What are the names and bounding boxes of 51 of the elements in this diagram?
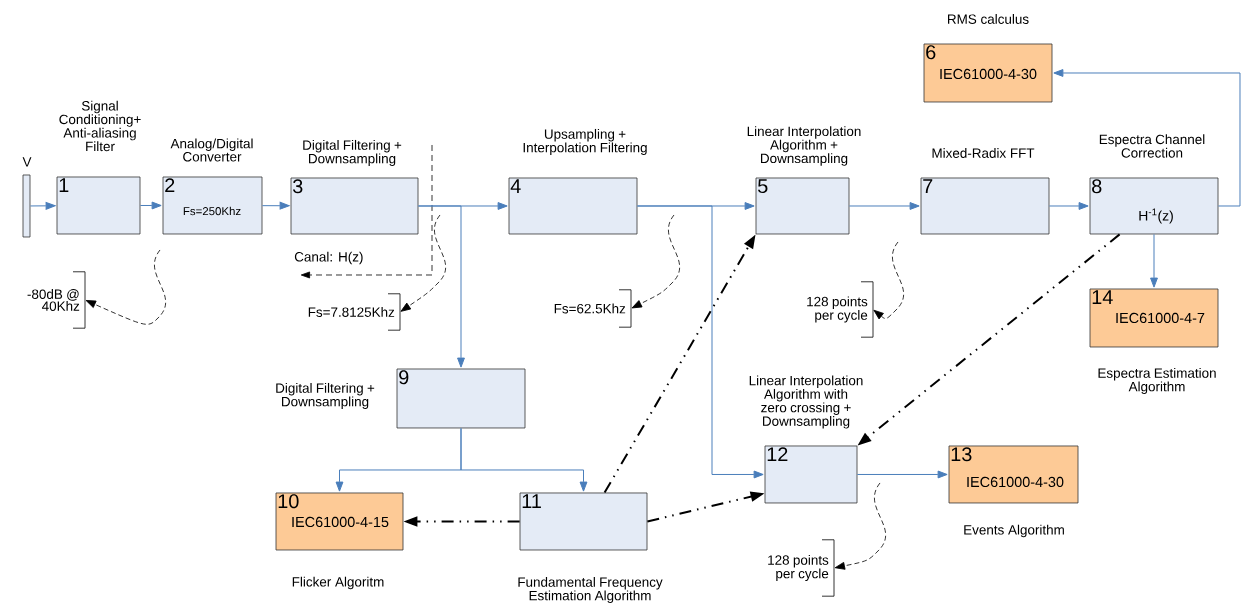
box-heading: Digital Filtering + Downsampling — [303, 139, 402, 167]
standard-box: 13 IEC61000-4-30 — [948, 445, 1079, 504]
arrow — [856, 470, 948, 479]
arrow — [460, 427, 588, 492]
process-box: 2 Fs=250Khz — [162, 176, 263, 235]
bracket-note: 128 points per cycle — [768, 539, 835, 597]
arrow — [834, 482, 887, 570]
arrow — [261, 201, 290, 210]
box-heading: Flicker Algoritm — [292, 576, 384, 590]
box-heading: V — [22, 157, 32, 167]
box-heading: Events Algorithm — [964, 524, 1064, 538]
box-heading: Espectra Estimation Algorithm — [1098, 367, 1216, 395]
process-box: 1 — [56, 176, 141, 235]
arrow — [1053, 69, 1241, 207]
arrow — [631, 214, 681, 309]
arrow — [1048, 202, 1089, 210]
bracket-note: Fs=7.8125Khz — [308, 293, 401, 331]
arrow — [400, 214, 447, 312]
box-heading: Analog/Digital Converter — [170, 138, 253, 162]
box-heading: Upsampling + Interpolation Filtering — [523, 128, 647, 156]
arrow — [139, 201, 162, 210]
arrow — [85, 249, 167, 325]
box-heading: Espectra Channel Correction — [1099, 134, 1205, 158]
standard-box: 14 IEC61000-4-7 — [1089, 288, 1219, 348]
channel-label: Canal: H(z) — [294, 251, 363, 265]
process-box: 3 — [290, 177, 419, 235]
standard-box: 6 IEC61000-4-30 — [923, 43, 1053, 103]
box-heading: RMS calculus — [948, 14, 1029, 24]
bracket-note: Fs=62.5Khz — [554, 289, 632, 328]
process-box: 8 H$^{-1}$(z) — [1089, 177, 1219, 235]
process-box: 11 — [519, 492, 648, 551]
box-heading: Signal Conditioning+ Anti-aliasing Filter — [59, 100, 141, 152]
arrow — [29, 201, 56, 210]
box-heading: Linear Interpolation Algorithm + Downsampling — [747, 126, 861, 166]
box-heading: Linear Interpolation Algorithm with zero crossing + Downsampling — [749, 375, 863, 429]
box-heading: Fundamental Frequency Estimation Algorithm — [518, 576, 663, 604]
arrow — [873, 241, 905, 320]
arrow — [417, 205, 465, 368]
process-box: 7 — [920, 177, 1050, 235]
bracket-note: 128 points per cycle — [807, 281, 874, 338]
process-box: 12 — [764, 445, 858, 504]
box-heading: Mixed-Radix FFT — [932, 148, 1035, 158]
process-box: 4 — [508, 177, 638, 235]
arrow — [636, 205, 764, 479]
box-heading: Digital Filtering + Downsampling — [276, 382, 375, 410]
arrow — [848, 202, 920, 210]
process-box: 5 — [755, 177, 850, 235]
arrow — [1150, 233, 1158, 288]
process-box: 9 — [396, 368, 526, 429]
bracket-note: -80dB @ 40Khz — [27, 271, 86, 329]
standard-box: 10 IEC61000-4-15 — [275, 492, 404, 551]
